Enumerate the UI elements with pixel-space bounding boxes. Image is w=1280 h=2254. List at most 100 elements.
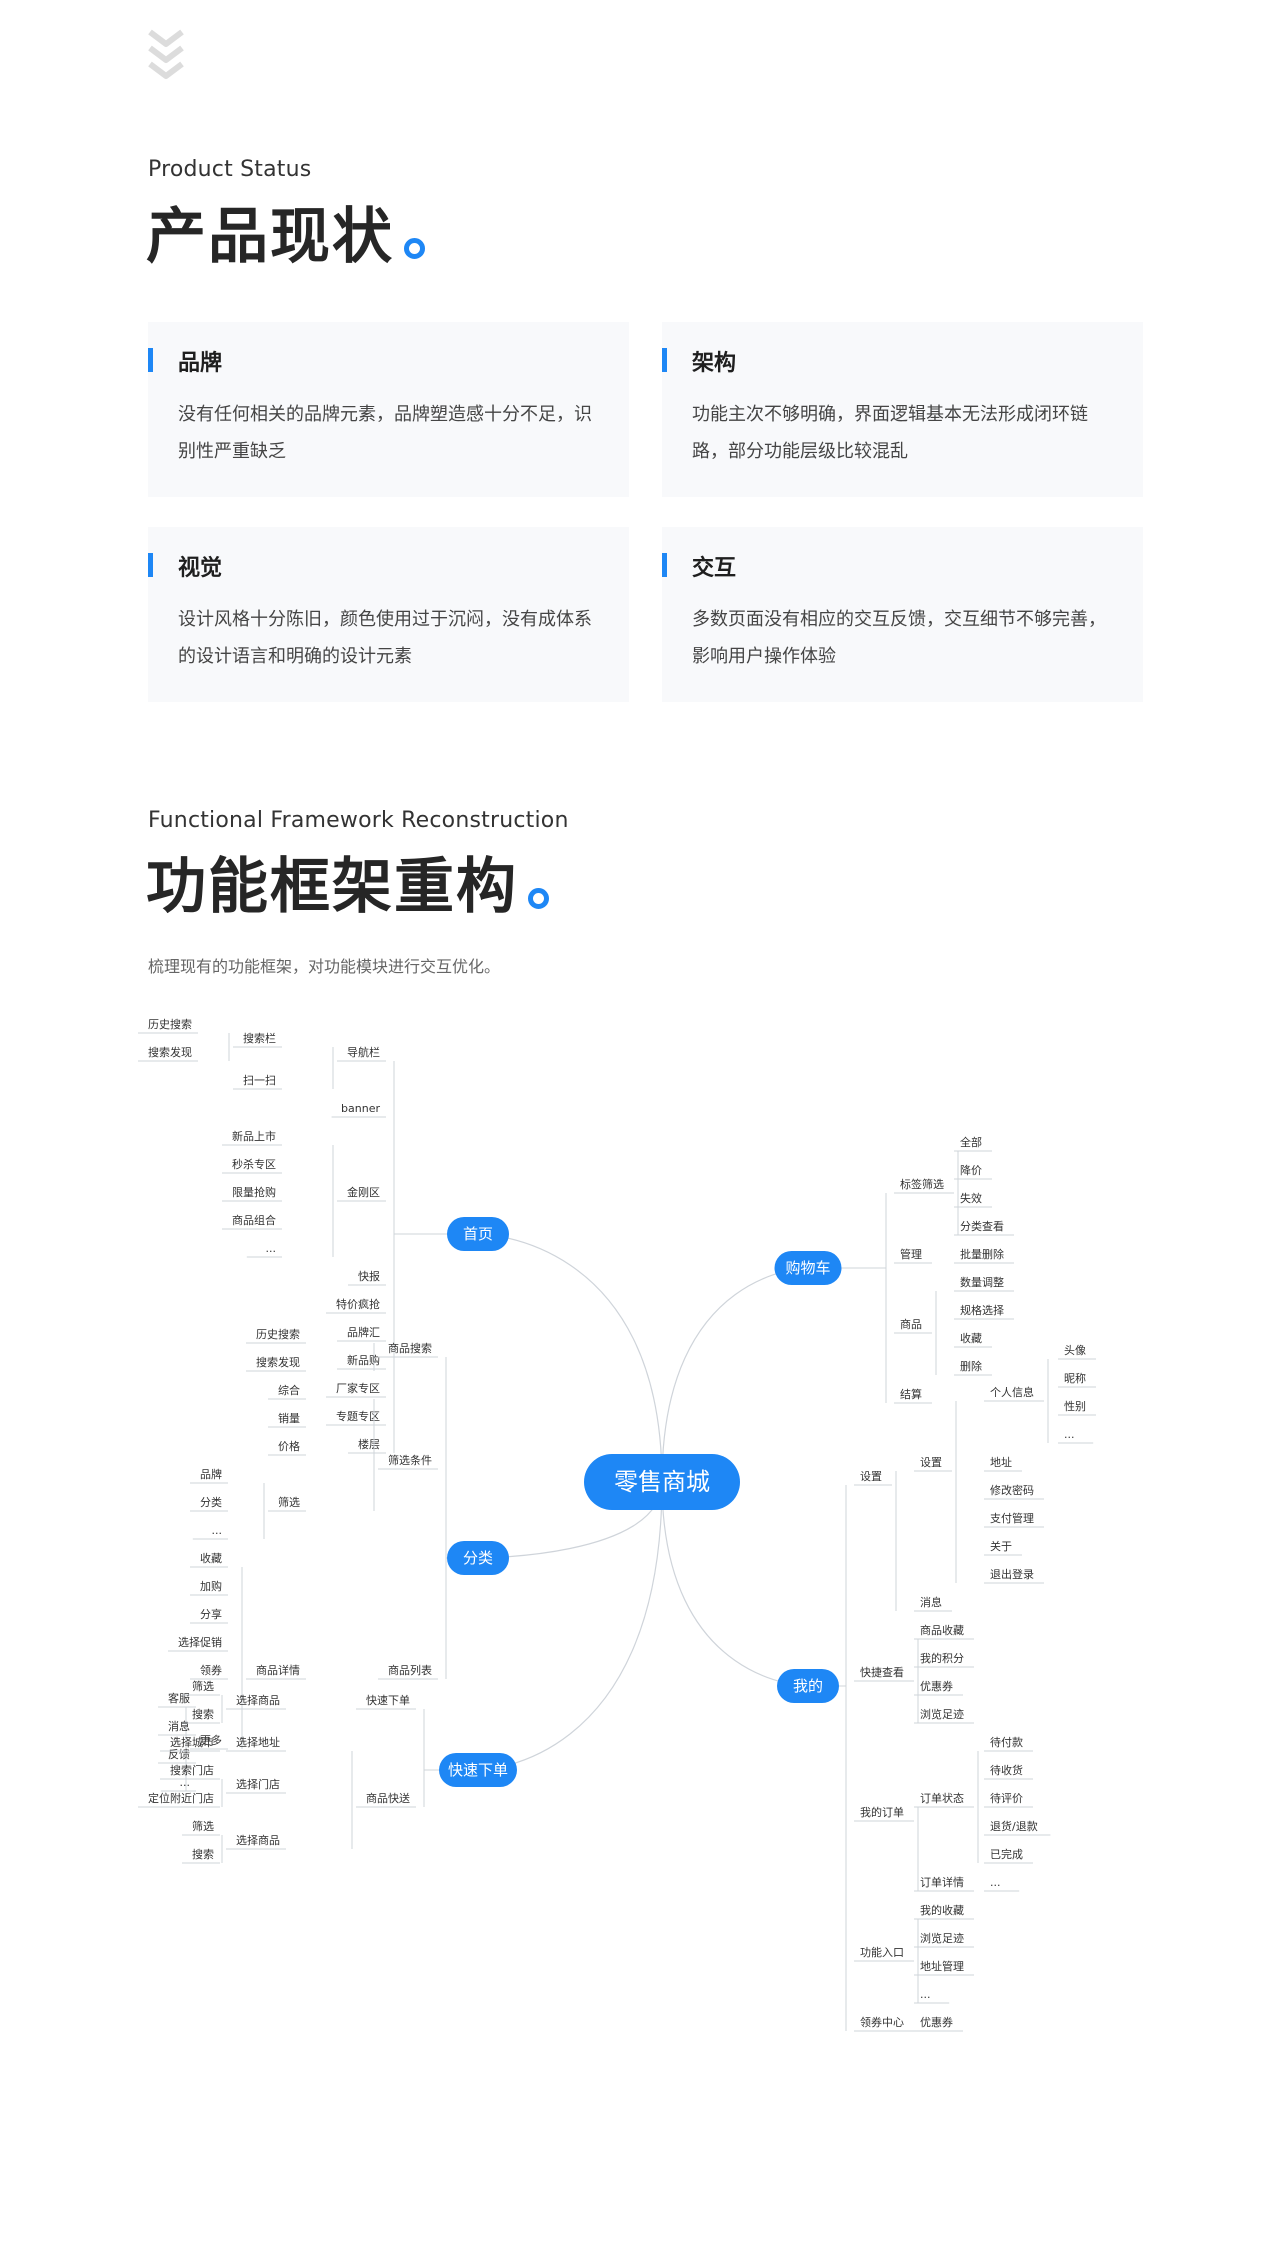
mindmap-node: 地址管理 [920,1959,964,1973]
mindmap-node: 价格 [278,1439,300,1453]
mindmap-node: 退货/退款 [990,1819,1038,1833]
card-title: 视觉 [178,556,223,581]
status-card-architecture: 架构 功能主次不够明确，界面逻辑基本无法形成闭环链路，部分功能层级比较混乱 [662,322,1143,497]
mindmap-node: 反馈 [168,1748,190,1761]
mindmap-node: 规格选择 [960,1303,1004,1317]
mindmap-node: 更多 [200,1733,222,1747]
mindmap-branch-pill: 分类 [447,1541,509,1575]
mindmap-node: 商品列表 [388,1663,432,1677]
mindmap-node: 结算 [900,1387,922,1401]
mindmap-node: 商品详情 [256,1663,300,1677]
mindmap-node: 功能入口 [860,1945,904,1959]
status-card-interaction: 交互 多数页面没有相应的交互反馈，交互细节不够完善，影响用户操作体验 [662,527,1143,702]
mindmap-node: 收藏 [200,1551,222,1565]
mindmap-branch-pill: 购物车 [774,1251,842,1285]
mindmap-branch-label: 购物车 [785,1259,830,1277]
mindmap-node: 浏览足迹 [920,1707,964,1721]
mindmap-node: 搜索门店 [170,1763,214,1777]
mindmap-node: 我的收藏 [920,1903,964,1917]
mindmap-node: 我的订单 [860,1805,904,1819]
mindmap-node: 领券中心 [860,2015,904,2029]
mindmap-node: 选择促销 [178,1635,222,1649]
mindmap-node: 秒杀专区 [232,1157,276,1171]
mindmap-node: 商品 [900,1317,922,1331]
mindmap-branch-label: 我的 [793,1677,823,1695]
mindmap-node: 商品搜索 [388,1341,432,1355]
mindmap-branch-label: 首页 [463,1225,493,1243]
mindmap-node: 金刚区 [347,1185,380,1199]
mindmap-node: ... [920,1988,931,2001]
mindmap-node: ... [990,1876,1001,1889]
mindmap-node: 删除 [960,1359,982,1373]
mindmap-node: ... [180,1776,191,1789]
card-body: 功能主次不够明确，界面逻辑基本无法形成闭环链路，部分功能层级比较混乱 [692,404,1088,462]
mindmap-node: 设置 [920,1456,942,1469]
mindmap-node: 搜索 [192,1847,214,1861]
mindmap-node: 商品快送 [366,1791,410,1805]
mindmap-node: ... [266,1242,277,1255]
mindmap-node: 选择城市 [170,1735,214,1749]
mindmap-node: 待收货 [990,1763,1023,1777]
mindmap-node: 头像 [1064,1344,1086,1357]
mindmap-node: 商品组合 [232,1213,276,1227]
mindmap-node: 全部 [960,1135,982,1149]
mindmap-node: 支付管理 [990,1511,1034,1525]
card-accent-bar [148,553,153,577]
mindmap-node: 浏览足迹 [920,1931,964,1945]
mindmap-node: 优惠券 [920,2015,953,2029]
mindmap-node: 筛选条件 [388,1453,432,1467]
mindmap-node: 限量抢购 [232,1185,276,1199]
mindmap-node: 已完成 [990,1847,1023,1861]
mindmap-node: 分类查看 [960,1219,1004,1233]
mindmap-node: 品牌 [200,1467,222,1481]
mindmap-node: 收藏 [960,1331,982,1345]
mindmap-node: 待付款 [990,1735,1023,1749]
mindmap-node: 个人信息 [990,1385,1034,1399]
mindmap-node: 分享 [200,1607,222,1621]
mindmap-node: 综合 [278,1383,300,1397]
mindmap-node: 搜索发现 [148,1045,192,1059]
card-body: 多数页面没有相应的交互反馈，交互细节不够完善，影响用户操作体验 [692,609,1106,667]
mindmap-center-label: 零售商城 [614,1468,710,1496]
mindmap-node: 定位附近门店 [148,1791,214,1805]
mindmap-node: ... [1064,1428,1075,1441]
mindmap-node: 品牌汇 [347,1325,380,1339]
mindmap-node: 特价疯抢 [336,1297,380,1311]
card-body: 没有任何相关的品牌元素，品牌塑造感十分不足，识别性严重缺乏 [178,404,592,462]
card-title: 交互 [692,556,737,581]
mindmap-node: 标签筛选 [900,1177,944,1191]
card-accent-bar [662,553,667,577]
mindmap-node: 搜索发现 [256,1355,300,1369]
mindmap-node: 选择商品 [236,1693,280,1707]
mindmap-node: 我的积分 [920,1651,964,1665]
mindmap-node: 订单状态 [920,1791,964,1805]
mindmap-node: 订单详情 [920,1875,964,1889]
mindmap-node: 导航栏 [347,1045,380,1059]
mindmap-node: 地址 [990,1455,1012,1469]
mindmap-node: 退出登录 [990,1567,1034,1581]
mindmap-node: 设置 [860,1470,882,1483]
title-dot-icon [404,238,425,259]
mindmap-node: 选择地址 [236,1735,280,1749]
mindmap-node: 性别 [1064,1399,1086,1413]
title-dot-icon [528,888,549,909]
mindmap-node: 客服 [168,1691,190,1705]
mindmap-node: ... [212,1524,223,1537]
mindmap-node: 快速下单 [366,1694,410,1707]
status-card-brand: 品牌 没有任何相关的品牌元素，品牌塑造感十分不足，识别性严重缺乏 [148,322,629,497]
mindmap-node: 选择商品 [236,1833,280,1847]
mindmap-node: 关于 [990,1539,1012,1553]
mindmap-node: 失效 [960,1191,982,1205]
mindmap-node: 待评价 [990,1791,1023,1805]
mindmap-node: 消息 [168,1719,190,1733]
mindmap-node: 降价 [960,1163,982,1177]
mindmap-node: 搜索栏 [243,1031,276,1045]
mindmap-node: 分类 [200,1495,222,1509]
card-title: 品牌 [178,351,223,376]
mindmap-node: 厂家专区 [336,1381,380,1395]
card-title: 架构 [692,351,737,376]
mindmap-node: 专题专区 [336,1409,380,1423]
mindmap-node: 搜索 [192,1707,214,1721]
mindmap-node: 楼层 [358,1437,380,1451]
chevrons-down-icon [148,29,184,79]
